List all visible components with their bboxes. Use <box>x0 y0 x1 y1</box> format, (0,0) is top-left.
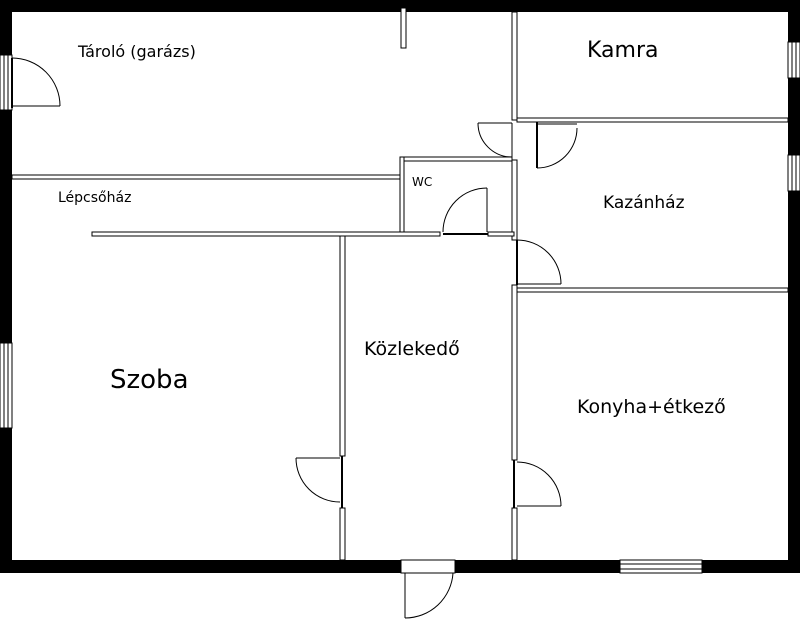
door-living-room <box>295 456 343 508</box>
wall-v-storage-stub <box>400 7 407 49</box>
right-wall <box>788 0 800 573</box>
wall-h-wc-bottom-right <box>487 231 515 237</box>
interior-walls <box>11 7 789 561</box>
room-label-wc: WC <box>412 175 433 189</box>
door-entrance[interactable] <box>400 559 456 619</box>
window-left-mid <box>0 342 13 429</box>
wall-v-kitchen-left-lower <box>511 507 518 561</box>
room-label-hallway: Közlekedő <box>364 338 460 360</box>
wall-h-storage-bottom <box>11 174 403 180</box>
wall-h-wc-top <box>401 156 513 162</box>
window-right-pantry <box>787 41 800 79</box>
room-label-boiler-room: Kazánház <box>603 193 685 213</box>
wall-h-pantry-bottom <box>516 117 789 123</box>
room-label-living-room: Szoba <box>110 365 189 395</box>
wall-v-wc-left <box>399 156 405 236</box>
left-wall <box>0 0 12 573</box>
top-wall <box>0 0 800 12</box>
wall-v-kitchen-left <box>511 284 518 461</box>
outer-walls <box>0 0 800 573</box>
wall-h-stairwell-bottom <box>91 231 441 237</box>
wall-v-boiler-left <box>511 159 518 241</box>
door-storage-right <box>477 122 513 158</box>
door-kitchen <box>513 460 562 508</box>
door-storage-left <box>11 57 61 108</box>
room-label-kitchen: Konyha+étkező <box>577 396 726 418</box>
door-pantry <box>536 122 578 169</box>
room-label-pantry: Kamra <box>587 38 659 63</box>
window-right-boiler <box>787 154 800 192</box>
wall-v-pantry-left <box>511 11 518 121</box>
room-label-stairwell: Lépcsőház <box>58 190 132 206</box>
window-left-top <box>0 54 13 111</box>
wall-v-hallway-left <box>339 235 346 457</box>
doors <box>11 57 578 619</box>
window-bottom-kitchen <box>619 559 703 574</box>
wall-v-hallway-left-lower <box>339 507 346 561</box>
windows <box>0 41 800 574</box>
door-boiler <box>516 239 562 285</box>
door-wc <box>442 187 488 235</box>
bottom-wall <box>0 560 800 573</box>
room-label-storage: Tároló (garázs) <box>78 42 196 61</box>
wall-h-boiler-bottom <box>516 287 789 293</box>
